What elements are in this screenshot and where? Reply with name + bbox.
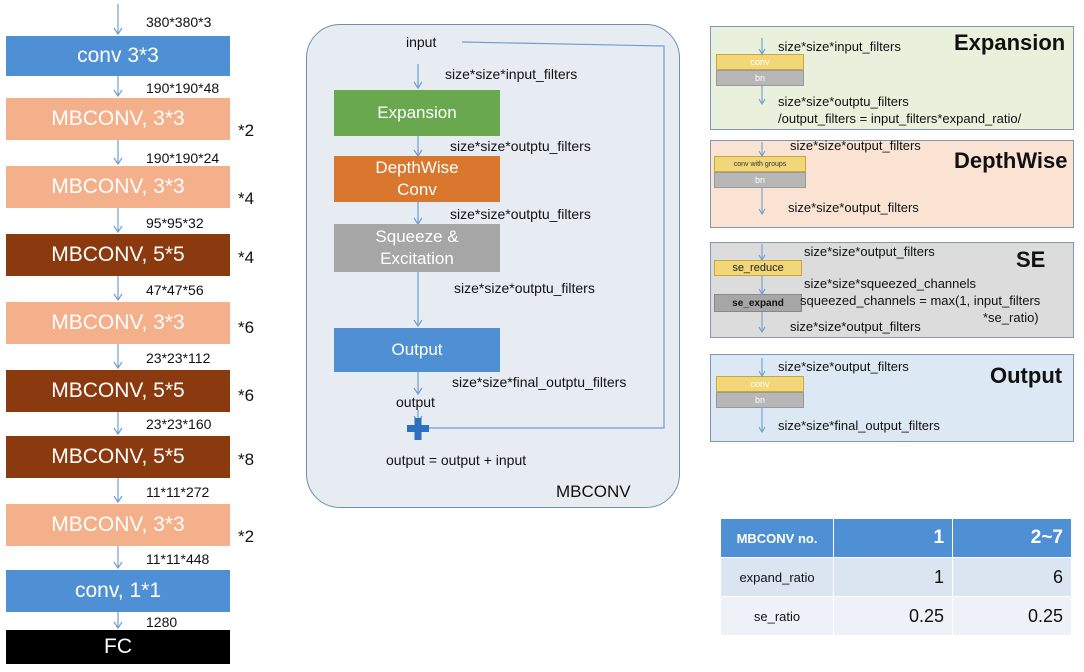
size-label: size*size*output_filters xyxy=(790,319,921,334)
se-detail-panel xyxy=(710,242,1074,338)
table-header-cell: 1 xyxy=(833,518,954,558)
conv-layer: conv xyxy=(716,54,804,70)
output-block: Output xyxy=(334,328,500,372)
table-row: expand_ratio 1 6 xyxy=(719,557,1072,597)
dim-label: 11*11*272 xyxy=(146,484,210,500)
mbconv-output-label: output xyxy=(396,394,435,410)
repeat-count: *4 xyxy=(238,248,255,267)
output-detail-title: Output xyxy=(990,363,1063,388)
dim-label: 47*47*56 xyxy=(146,282,204,298)
mbconv-block: MBCONV, 5*5 xyxy=(6,436,230,478)
table-row: se_ratio 0.25 0.25 xyxy=(719,596,1072,636)
table-cell: 1 xyxy=(833,557,954,597)
size-label: size*size*outptu_filters xyxy=(450,138,591,154)
residual-sum-label: output = output + input xyxy=(386,452,527,468)
se-formula: squeezed_channels = max(1, input_filters xyxy=(800,293,1041,308)
se-expand-layer: se_expand xyxy=(714,294,802,312)
table-cell: 6 xyxy=(952,557,1072,597)
depthwise-detail-title: DepthWise xyxy=(954,148,1068,173)
dim-label: 1280 xyxy=(146,614,178,630)
size-label: size*size*output_filters xyxy=(788,200,919,215)
table-header-cell: MBCONV no. xyxy=(719,518,835,558)
mbconv-block: MBCONV, 3*3 xyxy=(6,166,230,208)
dim-label: 190*190*48 xyxy=(146,80,220,96)
size-label: size*size*outptu_filters xyxy=(450,206,591,222)
squeeze-excitation-block: Squeeze & Excitation xyxy=(334,224,500,272)
mbconv-input-label: input xyxy=(406,34,437,50)
table-header-row: MBCONV no. 1 2~7 xyxy=(719,518,1072,558)
dim-label: 11*11*448 xyxy=(146,551,210,567)
bn-layer: bn xyxy=(714,172,806,188)
expansion-detail-title: Expansion xyxy=(954,30,1066,55)
mbconv-config-table: MBCONV no. 1 2~7 expand_ratio 1 6 se_rat… xyxy=(719,518,1072,636)
size-label: size*size*outptu_filters xyxy=(778,94,909,109)
se-reduce-layer: se_reduce xyxy=(714,260,802,276)
conv-3x3-block: conv 3*3 xyxy=(6,36,230,76)
dim-label: 190*190*24 xyxy=(146,150,220,166)
dim-label: 23*23*112 xyxy=(146,350,211,366)
size-label: size*size*final_outptu_filters xyxy=(452,374,627,390)
mbconv-block: MBCONV, 3*3 xyxy=(6,302,230,344)
table-cell: 0.25 xyxy=(833,596,954,636)
size-label: size*size*outptu_filters xyxy=(454,280,595,296)
mbconv-block: MBCONV, 3*3 xyxy=(6,98,230,140)
size-label: size*size*output_filters xyxy=(790,138,921,153)
conv-layer: conv xyxy=(716,376,804,392)
bn-layer: bn xyxy=(716,392,804,408)
size-label: size*size*input_filters xyxy=(445,66,578,82)
conv-1x1-block: conv, 1*1 xyxy=(6,570,230,612)
repeat-count: *6 xyxy=(238,318,255,337)
mbconv-block: MBCONV, 5*5 xyxy=(6,234,230,276)
repeat-count: *4 xyxy=(238,189,255,208)
mbconv-block: MBCONV, 5*5 xyxy=(6,370,230,412)
expansion-block: Expansion xyxy=(334,90,500,136)
table-header-cell: 2~7 xyxy=(952,518,1072,558)
mbconv-block: MBCONV, 3*3 xyxy=(6,504,230,546)
repeat-count: *2 xyxy=(238,527,255,546)
conv-with-groups-layer: conv with groups xyxy=(714,156,806,172)
se-formula-cont: *se_ratio) xyxy=(983,310,1039,325)
size-label: size*size*output_filters xyxy=(778,359,909,374)
size-label: size*size*input_filters xyxy=(778,39,901,54)
size-label: size*size*output_filters xyxy=(804,244,935,259)
repeat-count: *2 xyxy=(238,121,255,140)
repeat-count: *6 xyxy=(238,386,255,405)
bn-layer: bn xyxy=(716,70,804,86)
size-label: size*size*final_output_filters xyxy=(778,418,940,433)
depthwise-block: DepthWise Conv xyxy=(334,156,500,202)
se-detail-title: SE xyxy=(1016,247,1046,272)
plus-icon xyxy=(407,418,429,440)
dim-label: 95*95*32 xyxy=(146,215,204,231)
dim-label: 23*23*160 xyxy=(146,416,212,432)
table-cell: se_ratio xyxy=(719,596,835,636)
size-label: size*size*squeezed_channels xyxy=(804,276,977,291)
table-cell: 0.25 xyxy=(952,596,1072,636)
repeat-count: *8 xyxy=(238,450,255,469)
table-cell: expand_ratio xyxy=(719,557,835,597)
dim-label: 380*380*3 xyxy=(146,14,212,30)
expansion-formula: /output_filters = input_filters*expand_r… xyxy=(778,111,1022,126)
mbconv-title: MBCONV xyxy=(556,482,631,501)
fc-block: FC xyxy=(6,630,230,664)
